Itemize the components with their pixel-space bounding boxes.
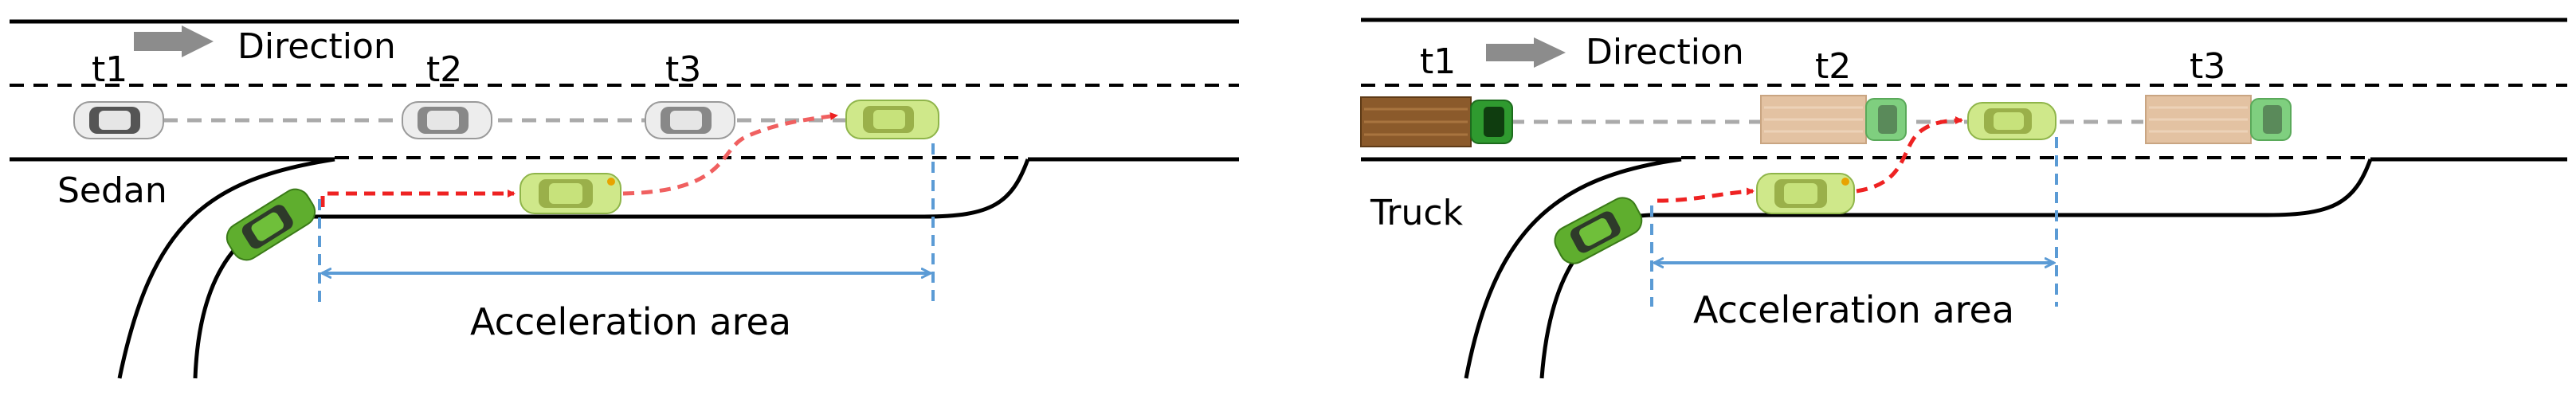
truck-panel: Direction t1 t2 t3 Truck [1360, 18, 2567, 379]
truck-t3 [2145, 95, 2292, 144]
time-label-t3: t3 [665, 49, 701, 90]
time-label-t3: t3 [2190, 46, 2225, 87]
merge-trajectory-2 [1856, 116, 1963, 194]
sedan-car-t3 [645, 101, 735, 139]
truck-t2 [1760, 95, 1907, 144]
direction-arrow-icon [1486, 37, 1566, 68]
direction-indicator: Direction [1486, 32, 1744, 72]
direction-indicator: Direction [134, 25, 396, 67]
direction-label: Direction [1586, 32, 1744, 72]
time-label-t2: t2 [426, 49, 462, 90]
lane-dividers [10, 84, 1239, 159]
truck-t1 [1360, 96, 1513, 147]
merge-trajectory-1 [320, 190, 516, 207]
direction-label: Direction [237, 26, 396, 67]
acceleration-area-label: Acceleration area [1693, 288, 2014, 331]
direction-arrow-icon [134, 25, 214, 57]
merging-car-t3 [845, 100, 939, 139]
merge-trajectory-1 [1657, 187, 1755, 203]
time-label-t2: t2 [1815, 46, 1851, 87]
vehicle-label-truck: Truck [1370, 193, 1464, 233]
sedan-car-t1 [73, 101, 164, 139]
merging-car-t1 [1554, 197, 1643, 264]
merging-car-t2 [520, 173, 621, 214]
merging-car-t2 [1756, 173, 1855, 214]
sedan-panel: Direction t1 t2 t3 Sedan [10, 19, 1239, 379]
road-edges [1361, 18, 2567, 379]
sedan-car-t2 [402, 101, 492, 139]
time-label-t1: t1 [92, 49, 127, 90]
acceleration-area-label: Acceleration area [470, 300, 791, 343]
lane-dividers [1361, 84, 2567, 159]
vehicle-label-sedan: Sedan [57, 170, 167, 211]
time-label-t1: t1 [1420, 41, 1456, 82]
merge-trajectory-2 [622, 112, 838, 196]
merging-car-t1 [225, 188, 316, 261]
merging-car-t3 [1967, 102, 2056, 140]
